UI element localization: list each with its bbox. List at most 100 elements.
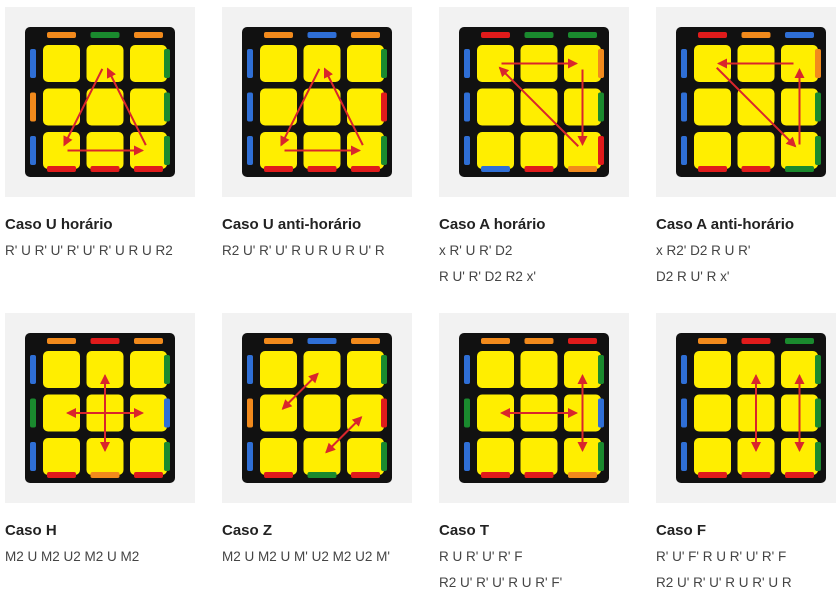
- side-sticker-left: [464, 355, 470, 384]
- side-sticker-left: [681, 136, 687, 165]
- yellow-sticker: [303, 88, 341, 126]
- yellow-sticker: [347, 132, 384, 169]
- side-sticker-left: [30, 92, 36, 122]
- side-sticker-bottom: [481, 166, 510, 172]
- side-sticker-left: [30, 136, 36, 165]
- algorithm-line: R U R' U' R' F: [439, 549, 523, 564]
- yellow-sticker: [43, 45, 80, 82]
- side-sticker-right: [598, 355, 604, 384]
- yellow-sticker: [303, 394, 341, 432]
- yellow-sticker: [260, 88, 297, 126]
- yellow-sticker: [260, 45, 297, 82]
- side-sticker-top: [90, 338, 120, 344]
- side-sticker-left: [247, 92, 253, 122]
- swap-arrow: [716, 67, 797, 148]
- yellow-sticker: [347, 88, 384, 126]
- algorithm-line: R2 U' R' U' R U R' U R: [656, 575, 792, 590]
- side-sticker-left: [247, 398, 253, 428]
- side-sticker-right: [815, 398, 821, 428]
- side-sticker-bottom: [90, 166, 120, 172]
- side-sticker-right: [164, 136, 170, 165]
- side-sticker-left: [30, 398, 36, 428]
- yellow-sticker: [347, 45, 384, 82]
- yellow-sticker: [694, 351, 731, 388]
- side-sticker-right: [598, 49, 604, 78]
- yellow-sticker: [564, 438, 601, 475]
- yellow-sticker: [520, 438, 558, 475]
- swap-arrow: [281, 372, 319, 410]
- side-sticker-top: [264, 338, 293, 344]
- algorithm-line: M2 U M2 U2 M2 U M2: [5, 549, 140, 564]
- algorithm-line: R2 U' R' U' R U R U R U' R: [222, 243, 385, 258]
- side-sticker-top: [785, 338, 814, 344]
- side-sticker-bottom: [698, 472, 727, 478]
- swap-arrow: [280, 68, 321, 147]
- side-sticker-right: [598, 442, 604, 471]
- side-sticker-right: [164, 442, 170, 471]
- side-sticker-top: [741, 338, 771, 344]
- yellow-sticker: [520, 351, 558, 388]
- side-sticker-top: [47, 338, 76, 344]
- side-sticker-bottom: [90, 472, 120, 478]
- side-sticker-right: [381, 136, 387, 165]
- side-sticker-left: [464, 92, 470, 122]
- side-sticker-left: [30, 442, 36, 471]
- side-sticker-left: [681, 49, 687, 78]
- yellow-sticker: [694, 438, 731, 475]
- side-sticker-left: [681, 355, 687, 384]
- yellow-sticker: [130, 132, 167, 169]
- side-sticker-top: [741, 32, 771, 38]
- cube-diagram: [656, 7, 836, 197]
- side-sticker-left: [681, 92, 687, 122]
- side-sticker-bottom: [568, 166, 597, 172]
- side-sticker-top: [785, 32, 814, 38]
- algorithm-line: D2 R U' R x': [656, 269, 730, 284]
- yellow-sticker: [477, 88, 514, 126]
- cube-diagram: [5, 7, 195, 197]
- case-title: Caso F: [656, 522, 707, 539]
- yellow-sticker: [86, 88, 124, 126]
- cube-diagram: [222, 313, 412, 503]
- side-sticker-top: [307, 338, 337, 344]
- algorithm-line: x R2' D2 R U R': [656, 243, 751, 258]
- side-sticker-right: [164, 92, 170, 122]
- side-sticker-bottom: [524, 166, 554, 172]
- side-sticker-top: [698, 32, 727, 38]
- yellow-sticker: [694, 132, 731, 169]
- case-title: Caso Z: [222, 522, 273, 539]
- yellow-sticker: [737, 438, 775, 475]
- algorithm-line: R' U' F' R U R' U' R' F: [656, 549, 787, 564]
- side-sticker-top: [307, 32, 337, 38]
- side-sticker-top: [524, 32, 554, 38]
- yellow-sticker: [260, 351, 297, 388]
- side-sticker-top: [524, 338, 554, 344]
- algorithm-line: M2 U M2 U M' U2 M2 U2 M': [222, 549, 390, 564]
- side-sticker-bottom: [307, 472, 337, 478]
- yellow-sticker: [781, 351, 818, 388]
- side-sticker-left: [464, 49, 470, 78]
- yellow-sticker: [564, 45, 601, 82]
- yellow-sticker: [86, 351, 124, 388]
- yellow-sticker: [781, 45, 818, 82]
- side-sticker-top: [481, 338, 510, 344]
- cube-diagram: [439, 313, 629, 503]
- cube-diagram: [5, 313, 195, 503]
- side-sticker-right: [381, 49, 387, 78]
- side-sticker-top: [264, 32, 293, 38]
- cube-face-svg: [242, 27, 392, 177]
- side-sticker-bottom: [264, 472, 293, 478]
- yellow-sticker: [43, 351, 80, 388]
- side-sticker-bottom: [741, 472, 771, 478]
- side-sticker-right: [815, 442, 821, 471]
- yellow-sticker: [130, 438, 167, 475]
- algorithm-line: x R' U R' D2: [439, 243, 513, 258]
- side-sticker-bottom: [134, 472, 163, 478]
- side-sticker-top: [568, 32, 597, 38]
- cube-face-svg: [459, 333, 609, 483]
- yellow-sticker: [737, 132, 775, 169]
- side-sticker-bottom: [741, 166, 771, 172]
- side-sticker-right: [815, 49, 821, 78]
- side-sticker-bottom: [698, 166, 727, 172]
- side-sticker-top: [481, 32, 510, 38]
- side-sticker-right: [815, 92, 821, 122]
